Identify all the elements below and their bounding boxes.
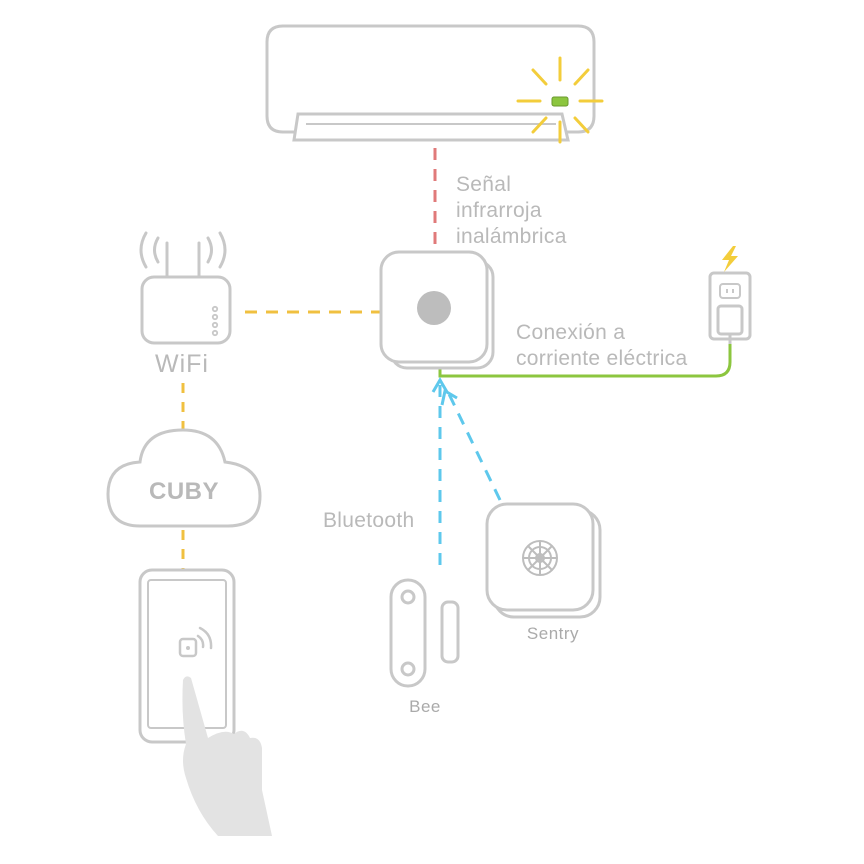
power-label: Conexión a corriente eléctrica xyxy=(516,320,687,372)
bee-sensor-icon xyxy=(389,578,460,688)
wifi-label: WiFi xyxy=(155,350,209,378)
bluetooth-arrowhead-bee xyxy=(431,377,449,393)
bluetooth-link-sentry xyxy=(446,391,502,501)
cloud-label: CUBY xyxy=(148,478,219,505)
ir-signal-label-line-2: infrarroja xyxy=(456,199,542,222)
ac-glow-rays xyxy=(516,56,604,144)
cloud-icon xyxy=(106,428,262,528)
bluetooth-arrowhead-sentry xyxy=(440,388,458,406)
ac-indicator-light xyxy=(551,96,569,107)
bluetooth-label: Bluetooth xyxy=(323,509,415,532)
ir-signal-label-line-1: Señal xyxy=(456,173,512,196)
power-outlet-icon xyxy=(708,271,752,344)
ir-signal-label: Señal infrarroja inalámbrica xyxy=(456,172,567,250)
bee-label: Bee xyxy=(409,697,441,716)
lightning-icon xyxy=(722,246,738,272)
hand-icon xyxy=(182,676,272,836)
power-cable xyxy=(438,334,732,378)
wifi-router-icon xyxy=(139,231,232,345)
air-conditioner-icon xyxy=(265,24,596,142)
cuby-hub-icon xyxy=(379,250,495,370)
ir-signal-label-line-3: inalámbrica xyxy=(456,225,567,248)
power-label-line-2: corriente eléctrica xyxy=(516,347,688,370)
sentry-label: Sentry xyxy=(526,624,580,643)
sentry-sensor-icon xyxy=(485,502,602,619)
power-label-line-1: Conexión a xyxy=(516,321,626,344)
